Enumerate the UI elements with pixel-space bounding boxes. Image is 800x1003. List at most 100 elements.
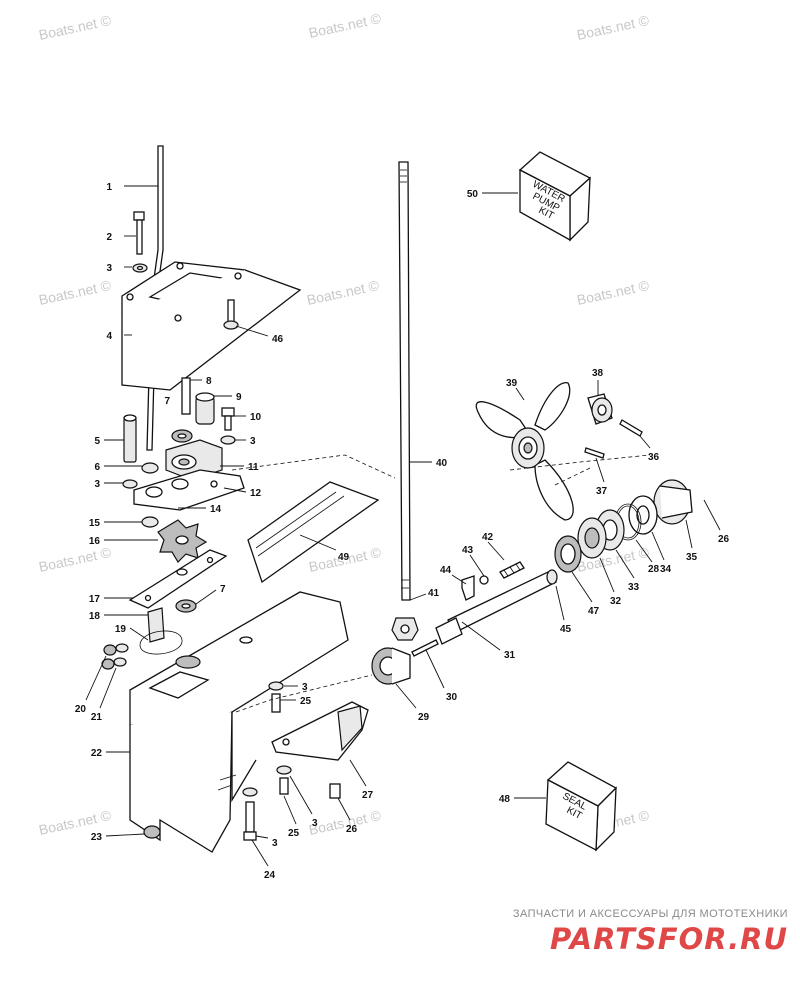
propeller [475,382,574,521]
callout-label: 3 [250,436,256,447]
callout-label: 42 [482,532,494,543]
callout-label: 49 [338,552,350,563]
callout-label: 7 [164,396,170,407]
callout-label: 26 [718,534,730,545]
bolt [243,801,257,841]
watermark: Boats.net © [305,277,381,308]
screw [271,693,281,713]
pump-base [133,469,245,511]
callout-label: 46 [272,334,284,345]
propeller-nut [587,393,613,425]
callout-label: 41 [428,588,440,599]
footer-caption: ЗАПЧАСТИ И АКСЕССУАРЫ ДЛЯ МОТОТЕХНИКИ [512,908,788,920]
water-inlet-screen [271,701,369,761]
water-pump-housing [165,439,223,481]
washer [122,479,138,489]
callout-label: 10 [250,412,262,423]
callout-label: 31 [504,650,516,661]
callout-label: 5 [94,436,100,447]
callout-label: 39 [506,378,518,389]
shear-pin [584,447,605,459]
bearing-carrier [653,479,693,525]
screw [223,299,239,330]
washer [220,435,236,445]
impeller [157,519,208,563]
watermark: Boats.net © [575,12,651,43]
callout-label: 47 [588,606,600,617]
drain-screw [143,825,161,839]
insert [147,607,165,643]
callout-labels: 1 2 3 4 46 8 9 7 10 3 5 11 6 3 12 14 15 … [75,182,730,881]
callout-label: 26 [346,824,358,835]
thrust-washer [628,495,658,535]
callout-label: 48 [499,794,511,805]
callout-label: 33 [628,582,640,593]
callout-label: 38 [592,368,604,379]
decal [247,481,380,584]
washer [242,787,258,797]
water-tube [123,414,137,463]
grommet [195,392,215,425]
callout-label: 3 [302,682,308,693]
detent-ball [479,575,489,585]
pin [411,639,439,657]
callout-label: 50 [467,189,479,200]
water-pump-kit: WATER PUMP KIT [518,151,592,242]
callout-label: 30 [446,692,458,703]
assembly-line [235,674,373,713]
screw [279,777,289,795]
callout-label: 17 [89,594,101,605]
callout-label: 43 [462,545,474,556]
callout-label: 11 [248,462,259,473]
callout-label: 21 [91,712,103,723]
callout-label: 44 [440,565,452,576]
nut [101,644,117,670]
callout-label: 45 [560,624,572,635]
callout-label: 32 [610,596,622,607]
callout-label: 3 [94,479,100,490]
drive-shaft [398,161,411,601]
callout-label: 1 [106,182,112,193]
watermark: Boats.net © [37,12,113,43]
callout-label: 20 [75,704,87,715]
callout-label: 29 [418,712,430,723]
cotter-pin [619,419,643,437]
callout-label: 25 [288,828,300,839]
callout-label: 4 [106,331,112,342]
callout-label: 37 [596,486,608,497]
pinion-gear [371,647,411,685]
washer [276,765,292,775]
clutch-dog [461,575,475,601]
site-logo: PARTSFOR.RU [550,922,788,956]
watermark: Boats.net © [37,277,113,308]
callout-label: 23 [91,832,103,843]
pump-plate [128,549,228,609]
callout-label: 14 [210,504,222,515]
propeller-shaft [435,569,558,645]
callout-label: 19 [115,624,127,635]
callout-label: 24 [264,870,276,881]
bolt [133,211,145,255]
callout-label: 6 [94,462,100,473]
callout-label: 2 [106,232,112,243]
callout-label: 9 [236,392,242,403]
callout-label: 7 [220,584,226,595]
callout-label: 18 [89,611,101,622]
watermark: Boats.net © [575,277,651,308]
callout-label: 15 [89,518,101,529]
pinion-nut [391,617,419,641]
screw [221,407,235,431]
o-ring [139,630,183,655]
screw [329,783,341,799]
stud [181,377,191,415]
washer [268,681,284,691]
callout-label: 35 [686,552,698,563]
pump-seal [175,599,197,613]
assembly-line [231,454,396,479]
gasket [141,516,159,528]
bearing-race [577,517,607,559]
callout-label: 40 [436,458,448,469]
callout-label: 34 [660,564,672,575]
watermark: Boats.net © [307,10,383,41]
